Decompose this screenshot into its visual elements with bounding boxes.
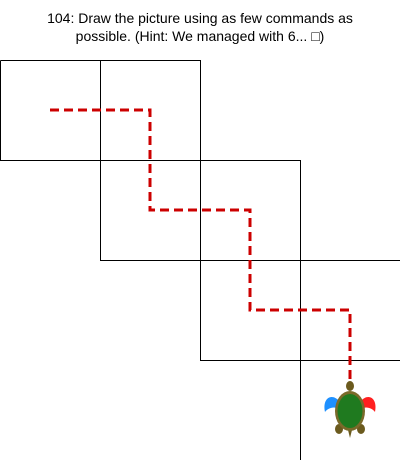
turtle-icon (324, 381, 376, 438)
turtle-shell (337, 394, 363, 428)
target-outline-left (0, 60, 400, 361)
target-outline (0, 60, 400, 261)
task-header: 104: Draw the picture using as few comma… (0, 9, 400, 45)
task-title-line-2: possible. (Hint: We managed with 6... □) (75, 28, 325, 44)
left-flipper (324, 397, 340, 412)
right-flipper (360, 397, 376, 412)
target-lines (0, 60, 400, 460)
turtle-path (50, 108, 352, 385)
task-title-line-1: 104: Draw the picture using as few comma… (47, 10, 353, 26)
